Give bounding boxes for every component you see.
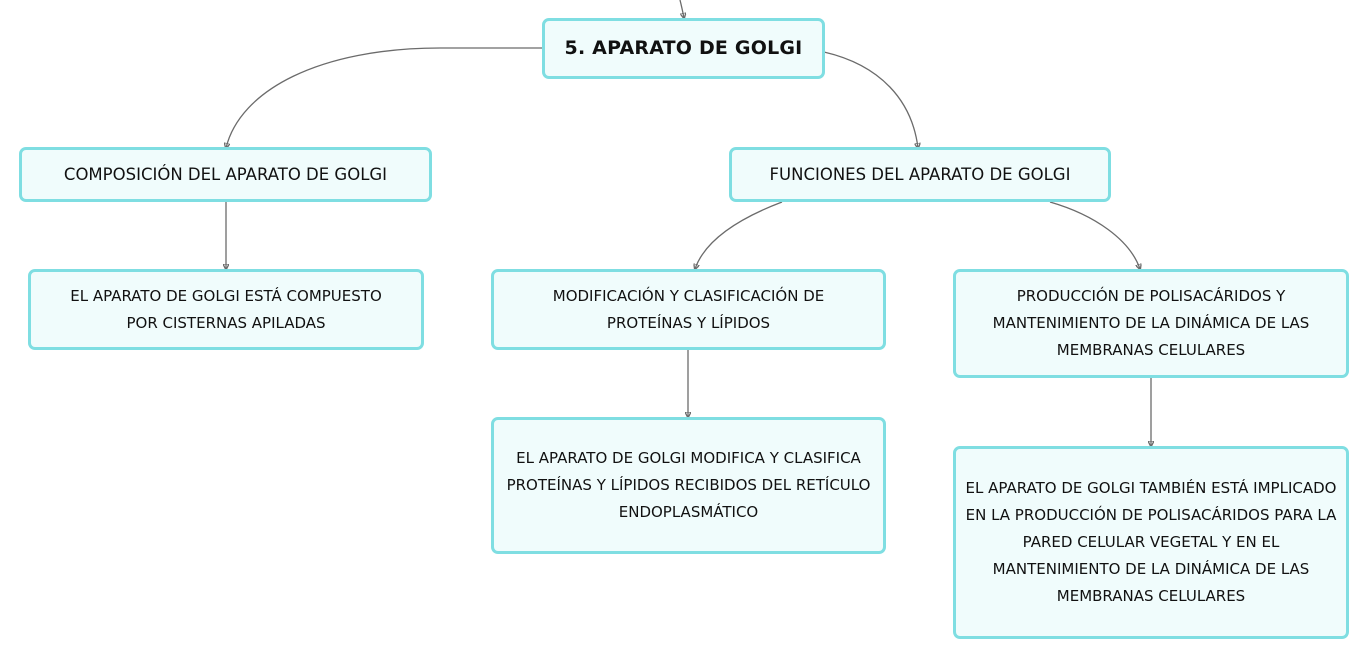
composicion-detalle-node-label: EL APARATO DE GOLGI ESTÁ COMPUESTO POR C…: [70, 286, 382, 332]
root-node[interactable]: 5. APARATO DE GOLGI: [542, 18, 825, 79]
root-node-label: 5. APARATO DE GOLGI: [564, 37, 803, 59]
produccion-detalle-node[interactable]: EL APARATO DE GOLGI TAMBIÉN ESTÁ IMPLICA…: [953, 446, 1349, 639]
funciones-node[interactable]: FUNCIONES DEL APARATO DE GOLGI: [729, 147, 1111, 202]
produccion-node-label: PRODUCCIÓN DE POLISACÁRIDOS Y MANTENIMIE…: [992, 287, 1310, 359]
funciones-node-label: FUNCIONES DEL APARATO DE GOLGI: [769, 165, 1071, 184]
connector-funciones-modificacion: [695, 201, 783, 269]
modificacion-detalle-node[interactable]: EL APARATO DE GOLGI MODIFICA Y CLASIFICA…: [491, 417, 886, 554]
produccion-detalle-node-label: EL APARATO DE GOLGI TAMBIÉN ESTÁ IMPLICA…: [965, 479, 1337, 605]
composicion-detalle-node[interactable]: EL APARATO DE GOLGI ESTÁ COMPUESTO POR C…: [28, 269, 424, 350]
connector-root-composicion: [226, 47, 543, 148]
modificacion-node[interactable]: MODIFICACIÓN Y CLASIFICACIÓN DE PROTEÍNA…: [491, 269, 886, 350]
composicion-node[interactable]: COMPOSICIÓN DEL APARATO DE GOLGI: [19, 147, 432, 202]
composicion-node-label: COMPOSICIÓN DEL APARATO DE GOLGI: [63, 165, 388, 184]
connector-incoming-root: [679, 0, 684, 18]
modificacion-node-label: MODIFICACIÓN Y CLASIFICACIÓN DE PROTEÍNA…: [552, 286, 825, 332]
connector-root-funciones: [823, 51, 918, 148]
connector-funciones-produccion: [1049, 201, 1140, 269]
modificacion-detalle-node-label: EL APARATO DE GOLGI MODIFICA Y CLASIFICA…: [506, 449, 871, 521]
produccion-node[interactable]: PRODUCCIÓN DE POLISACÁRIDOS Y MANTENIMIE…: [953, 269, 1349, 378]
